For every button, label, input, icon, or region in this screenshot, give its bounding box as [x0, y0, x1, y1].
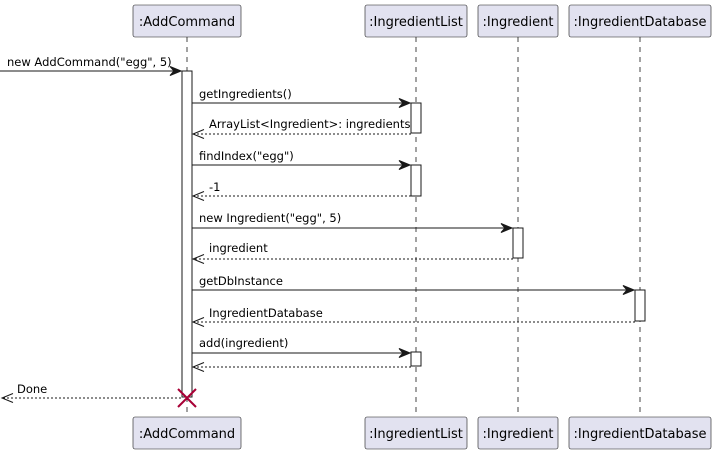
message-label-8: IngredientDatabase — [209, 306, 323, 320]
message-arrowhead-2 — [191, 129, 205, 139]
participant-box-ingredientlist-top — [364, 4, 468, 38]
message-arrowhead-1 — [398, 98, 412, 108]
participant-box-addcommand-top — [132, 4, 242, 38]
participant-label-addcommand-bottom: :AddCommand — [139, 427, 235, 442]
message-label-9: add(ingredient) — [199, 336, 288, 350]
participants-top: :AddCommand :IngredientList :Ingredient … — [132, 4, 712, 38]
participant-box-ingredientdatabase-bottom — [568, 416, 712, 450]
message-label-7: getDbInstance — [199, 274, 283, 288]
message-arrowhead-7 — [622, 285, 636, 295]
participant-box-ingredientdatabase-top — [568, 4, 712, 38]
message-label-6: ingredient — [209, 241, 268, 255]
destroy-marker-icon — [177, 388, 197, 408]
message-arrowhead-11 — [0, 393, 14, 403]
participant-box-ingredient-bottom — [477, 416, 559, 450]
participant-label-ingredientdatabase-top: :IngredientDatabase — [574, 15, 707, 30]
participant-label-ingredient-top: :Ingredient — [483, 15, 554, 30]
activation-ingredientlist-findindex — [410, 164, 422, 197]
message-arrowhead-0 — [169, 66, 183, 76]
message-arrowhead-3 — [398, 160, 412, 170]
message-arrowhead-9 — [398, 348, 412, 358]
activation-ingredientdatabase — [634, 289, 646, 322]
message-arrowhead-10 — [191, 362, 205, 372]
message-label-1: getIngredients() — [199, 87, 292, 101]
message-label-2: ArrayList<Ingredient>: ingredients — [209, 117, 410, 131]
participant-label-ingredient-bottom: :Ingredient — [483, 427, 554, 442]
participant-label-addcommand-top: :AddCommand — [139, 15, 235, 30]
activation-addcommand — [181, 70, 193, 398]
participant-label-ingredientdatabase-bottom: :IngredientDatabase — [574, 427, 707, 442]
message-label-11: Done — [17, 382, 47, 396]
activation-ingredientlist-getingredients — [410, 102, 422, 134]
activation-bars — [181, 70, 646, 398]
message-arrowhead-5 — [500, 223, 514, 233]
messages: new AddCommand("egg", 5) getIngredients(… — [0, 55, 636, 403]
participant-label-ingredientlist-top: :IngredientList — [369, 15, 463, 30]
message-label-0: new AddCommand("egg", 5) — [7, 55, 172, 69]
message-label-5: new Ingredient("egg", 5) — [199, 211, 341, 225]
message-arrowhead-6 — [191, 254, 205, 264]
activation-ingredient — [512, 227, 524, 259]
activation-ingredientlist-add — [410, 351, 422, 367]
participant-box-ingredient-top — [477, 4, 559, 38]
participants-bottom: :AddCommand :IngredientList :Ingredient … — [132, 416, 712, 450]
message-label-3: findIndex("egg") — [199, 149, 294, 163]
participant-box-addcommand-bottom — [132, 416, 242, 450]
participant-label-ingredientlist-bottom: :IngredientList — [369, 427, 463, 442]
message-arrowhead-4 — [191, 191, 205, 201]
message-label-4: -1 — [209, 180, 220, 194]
message-arrowhead-8 — [191, 317, 205, 327]
participant-box-ingredientlist-bottom — [364, 416, 468, 450]
